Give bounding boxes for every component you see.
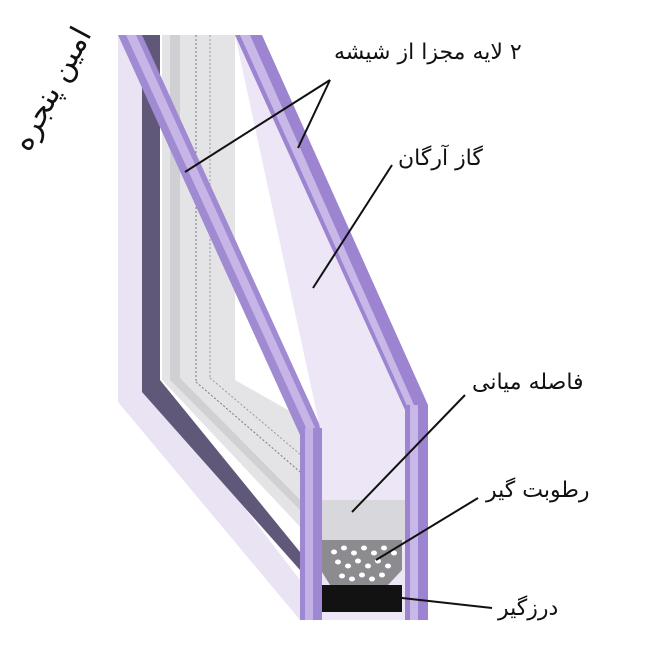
leader-desiccant — [375, 497, 479, 561]
brand-logo: امین پنجره — [4, 4, 99, 174]
leader-argon-gas — [312, 164, 393, 289]
inner-dotted-line-4 — [209, 377, 361, 506]
spacer-top — [320, 500, 405, 540]
leader-lines — [184, 79, 493, 609]
inner-pane — [162, 35, 320, 548]
front-glass-bottom-edge-highlight — [410, 405, 418, 620]
inner-frame-shadow — [142, 35, 300, 570]
back-glass-bottom-edge-highlight — [305, 428, 313, 620]
sealant — [322, 585, 402, 612]
label-desiccant: رطوبت گیر — [486, 478, 590, 503]
label-argon-gas: گاز آرگان — [398, 146, 483, 171]
leader-sealant — [401, 597, 493, 609]
desiccant-granules — [331, 545, 397, 582]
label-sealant: درزگیر — [498, 596, 559, 621]
back-glass-edge-highlight — [126, 35, 316, 432]
front-glass-face — [235, 35, 405, 620]
leader-glass-layers-back — [184, 79, 331, 173]
leader-glass-layers-front — [297, 79, 331, 149]
brand-text: امین پنجره — [4, 21, 99, 157]
front-glass-edge-highlight — [240, 35, 414, 408]
label-glass-layers: ۲ لایه مجزا از شیشه — [334, 40, 522, 65]
label-spacer: فاصله میانی — [472, 370, 584, 395]
leader-spacer — [351, 394, 466, 513]
inner-pane-shade — [170, 35, 320, 530]
